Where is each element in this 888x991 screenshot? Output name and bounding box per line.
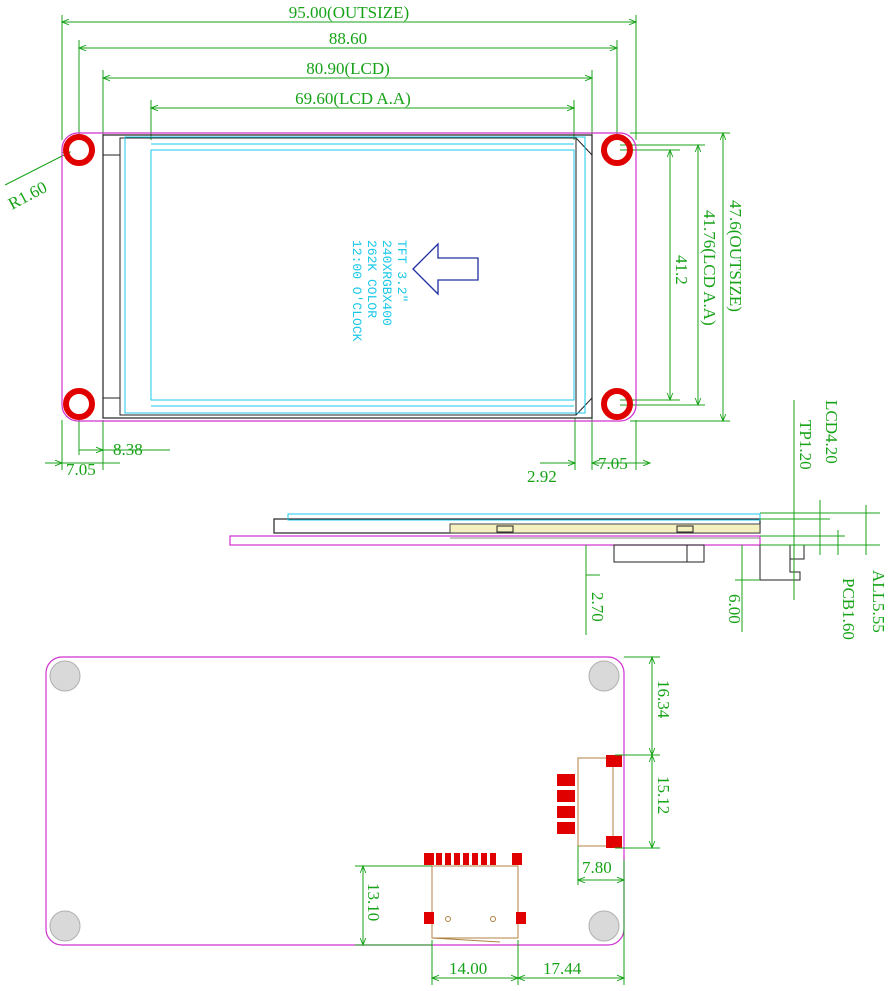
side-view: LCD4.20 TP1.20 ALL5.55 PCB1.60 2.70 6.00 [229, 400, 888, 640]
dim-aa-width: 69.60(LCD A.A) [295, 89, 411, 108]
dim-mid-width: 88.60 [329, 29, 367, 48]
dim-aa-height: 41.76(LCD A.A) [700, 210, 719, 326]
dim-13-10: 13.10 [364, 883, 383, 921]
dim-17-44: 17.44 [543, 959, 582, 978]
front-view: TFT 3.2" 240XRGBX400 262K COLOR 12:00 O'… [4, 3, 745, 486]
dim-lcd-width: 80.90(LCD) [306, 59, 390, 78]
bottom-connector [613, 544, 705, 563]
dim-14-00: 14.00 [449, 959, 487, 978]
svg-text:TFT 3.2": TFT 3.2" [394, 240, 409, 302]
svg-text:12:00 O'CLOCK: 12:00 O'CLOCK [349, 240, 364, 342]
dim-left-hole: 8.38 [113, 440, 143, 459]
dim-left-edge: 7.05 [66, 460, 96, 479]
dim-2-70: 2.70 [588, 592, 607, 622]
dim-15-12: 15.12 [654, 776, 673, 814]
dim-radius: R1.60 [5, 177, 50, 213]
back-mounting-holes [49, 660, 620, 942]
pcb-back-outline [45, 656, 625, 946]
mounting-holes [63, 134, 633, 420]
dim-6-00: 6.00 [725, 594, 744, 624]
dim-outside-width: 95.00(OUTSIZE) [289, 3, 409, 22]
dim-right-edge: 7.05 [598, 454, 628, 473]
svg-text:262K COLOR: 262K COLOR [364, 240, 379, 318]
dim-tp-thickness: TP1.20 [796, 420, 815, 470]
board-outline [61, 132, 637, 422]
dim-right-small: 2.92 [527, 467, 557, 486]
dim-lcd-thickness: LCD4.20 [822, 400, 841, 464]
pcb-profile [229, 535, 761, 546]
back-view: 16.34 15.12 7.80 13.10 14.00 17.44 [45, 656, 673, 985]
lcd-frame [102, 134, 593, 419]
dim-7-80: 7.80 [582, 858, 612, 877]
dim-inner-height: 41.2 [672, 255, 691, 285]
dim-pcb-thickness: PCB1.60 [839, 578, 858, 640]
dim-all-thickness: ALL5.55 [869, 570, 888, 633]
active-area [150, 149, 575, 401]
touch-panel [124, 136, 586, 414]
side-connector [557, 755, 622, 848]
bottom-fpc-connector [424, 853, 526, 943]
dim-outside-height: 47.6(OUTSIZE) [726, 200, 745, 312]
svg-text:240XRGBX400: 240XRGBX400 [379, 240, 394, 326]
dim-16-34: 16.34 [654, 680, 673, 719]
tp-profile [287, 513, 761, 521]
orientation-arrow-icon [412, 242, 479, 296]
tft-label: TFT 3.2" 240XRGBX400 262K COLOR 12:00 O'… [349, 240, 409, 342]
